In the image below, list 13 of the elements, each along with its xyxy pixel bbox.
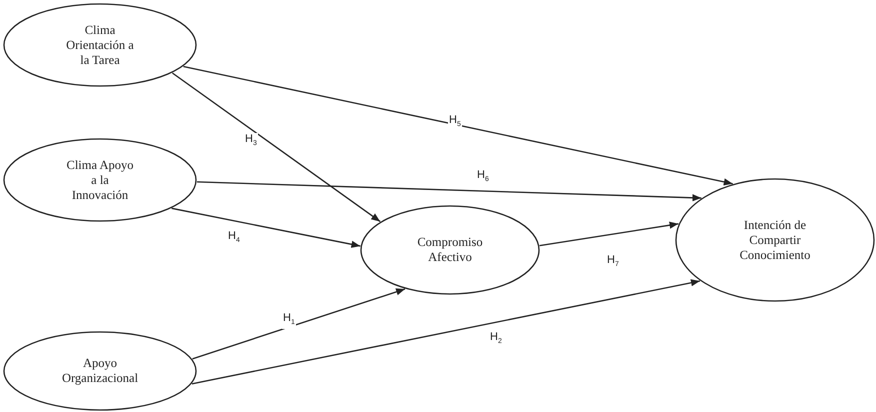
arrow (183, 66, 733, 186)
arrow (192, 288, 406, 360)
construct-label: Clima Orientación a la Tarea (65, 22, 135, 68)
construct-label: Intención de Compartir Conocimiento (738, 218, 812, 262)
arrow (539, 222, 679, 246)
construct-label: Compromiso Afectivo (416, 235, 484, 265)
arrow (192, 279, 700, 384)
construct-label: Apoyo Organizacional (60, 356, 140, 386)
arrow (196, 181, 702, 202)
arrow (172, 208, 360, 248)
arrow (172, 72, 381, 222)
edge-label: H$_{1}$ (282, 312, 296, 330)
construct-label: Clima Apoyo a la Innovación (65, 158, 135, 202)
